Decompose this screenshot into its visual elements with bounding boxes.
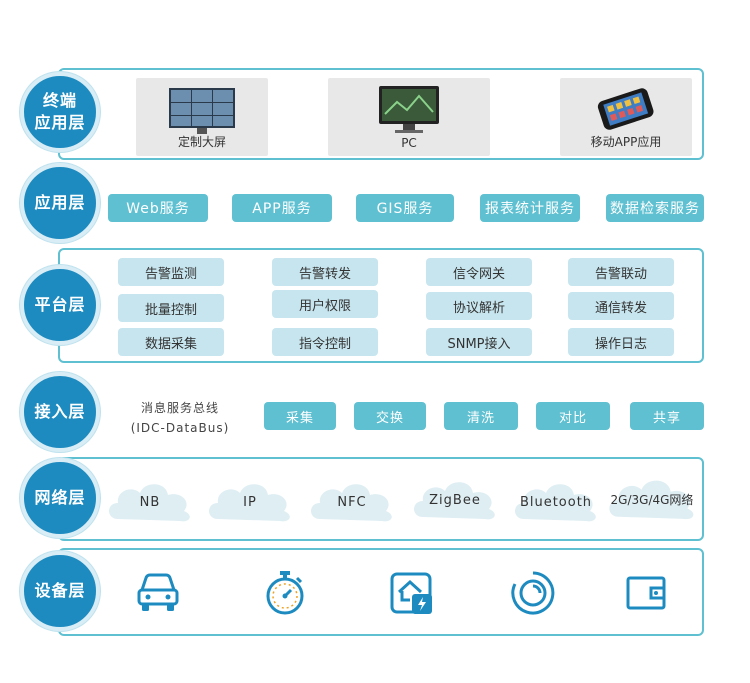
- access-item: 共享: [630, 402, 704, 430]
- platform-item: 批量控制: [118, 294, 224, 322]
- cloud-icon: [414, 482, 495, 520]
- platform-item: 告警联动: [568, 258, 674, 286]
- platform-item: 协议解析: [426, 292, 532, 320]
- app-service-app: APP服务: [232, 194, 332, 222]
- device-layer-box: [58, 548, 704, 636]
- platform-item: 告警转发: [272, 258, 378, 286]
- terminal-card-mobile: 移动APP应用: [560, 78, 692, 156]
- app-service-report: 报表统计服务: [480, 194, 580, 222]
- smartphone-icon: [597, 88, 654, 130]
- network-label: NFC: [337, 495, 367, 510]
- cloud-icon: [109, 484, 190, 522]
- monitor-icon: [379, 86, 439, 133]
- cloud-icon: [515, 484, 596, 522]
- access-item: 对比: [536, 402, 610, 430]
- access-layer-box: 消息服务总线 (IDC-DataBus) 采集 交换 清洗 对比 共享: [58, 392, 704, 440]
- access-item: 清洗: [444, 402, 518, 430]
- access-item: 交换: [354, 402, 426, 430]
- platform-item: 通信转发: [568, 292, 674, 320]
- platform-item: 告警监测: [118, 258, 224, 286]
- platform-item: SNMP接入: [426, 328, 532, 356]
- app-service-gis: GIS服务: [356, 194, 454, 222]
- access-item: 采集: [264, 402, 336, 430]
- sensor-ring-icon: [511, 571, 555, 615]
- network-layer-box: NB IP NFC ZigBee Bluetooth 2G/3G/4G网络: [58, 457, 704, 541]
- network-label: IP: [243, 495, 257, 510]
- platform-item: 数据采集: [118, 328, 224, 356]
- network-label: Bluetooth: [519, 495, 593, 510]
- terminal-layer-title: 终端 应用层: [20, 72, 100, 152]
- smart-home-icon: [390, 572, 432, 614]
- terminal-label-mobile: 移动APP应用: [590, 135, 662, 149]
- access-layer-title: 接入层: [20, 372, 100, 452]
- terminal-card-video-wall: 定制大屏: [136, 78, 268, 156]
- cloud-icon: [609, 480, 694, 520]
- network-label: 2G/3G/4G网络: [610, 493, 694, 507]
- terminal-layer-box: 定制大屏 PC 移动APP应用: [58, 68, 704, 160]
- network-layer-title: 网络层: [20, 458, 100, 538]
- stopwatch-icon: [266, 571, 304, 615]
- network-label: NB: [139, 495, 161, 510]
- platform-layer-title: 平台层: [20, 265, 100, 345]
- device-layer-title: 设备层: [20, 551, 100, 631]
- app-service-search: 数据检索服务: [606, 194, 704, 222]
- terminal-label-pc: PC: [401, 136, 417, 150]
- network-label: ZigBee: [429, 493, 481, 508]
- cloud-icon: [209, 484, 290, 522]
- platform-item: 信令网关: [426, 258, 532, 286]
- video-wall-icon: [169, 88, 235, 134]
- application-layer-title: 应用层: [20, 163, 100, 243]
- wallet-icon: [626, 576, 666, 610]
- cloud-icon: [311, 484, 392, 522]
- platform-layer-box: 告警监测 告警转发 信令网关 告警联动 批量控制 用户权限 协议解析 通信转发 …: [58, 248, 704, 363]
- application-layer-box: Web服务 APP服务 GIS服务 报表统计服务 数据检索服务: [58, 180, 704, 230]
- platform-item: 用户权限: [272, 290, 378, 318]
- terminal-card-pc: PC: [328, 78, 490, 156]
- terminal-label-video-wall: 定制大屏: [177, 135, 226, 149]
- message-bus-label: 消息服务总线 (IDC-DataBus): [130, 401, 230, 435]
- app-service-web: Web服务: [108, 194, 208, 222]
- platform-item: 操作日志: [568, 328, 674, 356]
- car-icon: [137, 573, 179, 611]
- platform-item: 指令控制: [272, 328, 378, 356]
